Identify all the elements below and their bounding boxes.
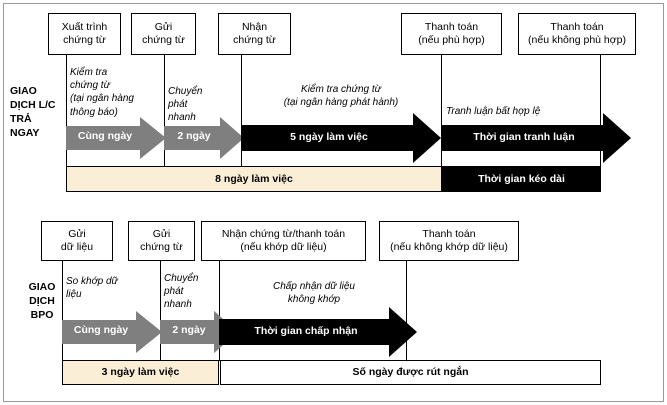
bpo-arrow-cung-ngay[interactable]: Cùng ngày (62, 311, 162, 353)
bpo-connector-4 (406, 261, 408, 361)
lc-bar-thoi-gian-keo-dai[interactable]: Thời gian kéo dài (442, 166, 601, 192)
section-label-bpo: GIAO DỊCH BPO (14, 281, 70, 323)
lc-connector-1 (66, 55, 68, 170)
lc-caption-chuyen-phat-nhanh: Chuyển phát nhanh (168, 86, 203, 124)
bpo-node-gui-du-lieu[interactable]: Gửi dữ liệu (41, 221, 113, 261)
section-label-lc-line-3: TRẢ (10, 112, 32, 125)
bpo-caption-chuyen-phat-nhanh: Chuyển phát nhanh (164, 273, 199, 311)
lc-connector-4 (441, 55, 443, 192)
bpo-node-2-text: Gửi chứng từ (140, 227, 183, 253)
bpo-node-4-text: Thanh toán (nếu không khớp dữ liệu) (390, 227, 508, 253)
bpo-caption-so-khop-du-lieu: So khớp dữ liệu (66, 276, 118, 301)
lc-node-thanh-toan-khong-phu-hop[interactable]: Thanh toán (nếu không phù hợp) (518, 13, 636, 55)
bpo-node-3-text: Nhận chứng từ/thanh toán (nếu khớp dữ li… (221, 227, 346, 253)
bpo-arrow-thoi-gian-chap-nhan[interactable]: Thời gian chấp nhận (219, 307, 417, 357)
bpo-node-nhan-chung-tu-thanh-toan[interactable]: Nhận chứng từ/thanh toán (nếu khớp dữ li… (201, 221, 366, 261)
lc-bar-total-label: 8 ngày làm việc (215, 172, 293, 185)
bpo-node-1-text: Gửi dữ liệu (60, 227, 94, 253)
lc-bar-8-ngay-lam-viec[interactable]: 8 ngày làm việc (66, 166, 442, 192)
lc-connector-2 (164, 55, 166, 170)
section-label-bpo-line-2: DỊCH (29, 294, 55, 307)
bpo-connector-2 (160, 261, 162, 361)
bpo-connector-3 (219, 261, 221, 361)
section-label-bpo-line-3: BPO (30, 308, 54, 321)
bpo-bar-3-ngay-lam-viec[interactable]: 3 ngày làm việc (62, 360, 219, 385)
section-label-lc-line-1: GIAO (10, 85, 37, 97)
lc-arrow-thoi-gian-tranh-luan[interactable]: Thời gian tranh luận (441, 113, 631, 163)
section-label-lc-line-4: NGAY (10, 126, 40, 139)
lc-arrow-2-ngay[interactable]: 2 ngày (164, 117, 244, 159)
section-label-bpo-line-1: GIAO (28, 281, 56, 293)
bpo-bar-total-label: 3 ngày làm việc (101, 366, 180, 379)
lc-node-2-text: Gửi chứng từ (142, 20, 185, 46)
lc-node-gui-chung-tu[interactable]: Gửi chứng từ (131, 13, 196, 55)
section-label-lc-line-2: DỊCH L/C (10, 98, 56, 111)
lc-node-thanh-toan-phu-hop[interactable]: Thanh toán (nếu phù hợp) (401, 13, 502, 55)
lc-arrow-cung-ngay[interactable]: Cùng ngày (66, 117, 166, 159)
lc-node-5-text: Thanh toán (nếu không phù hợp) (528, 20, 626, 46)
lc-caption-tranh-luan: Tranh luận bất hợp lệ (446, 106, 541, 117)
lc-caption-kiem-tra-chung-tu: Kiểm tra chứng từ (tại ngân hàng thông b… (70, 67, 134, 118)
bpo-bar-so-ngay-rut-ngan[interactable]: Số ngày được rút ngắn (220, 360, 601, 385)
lc-node-nhan-chung-tu[interactable]: Nhận chứng từ (218, 13, 291, 55)
lc-node-xuat-trinh-chung-tu[interactable]: Xuất trình chứng từ (48, 13, 121, 55)
lc-node-3-text: Nhận chứng từ (233, 20, 276, 46)
lc-arrow-5-ngay-lam-viec[interactable]: 5 ngày làm việc (241, 113, 441, 163)
section-label-lc: GIAO DỊCH L/C TRẢ NGAY (10, 85, 68, 140)
bpo-caption-chap-nhan-du-lieu: Chấp nhận dữ liệu không khớp (273, 281, 355, 306)
bpo-bar-saved-label: Số ngày được rút ngắn (352, 366, 469, 379)
lc-node-4-text: Thanh toán (nếu phù hợp) (418, 20, 485, 46)
lc-connector-5 (600, 55, 602, 192)
lc-caption-kiem-tra-phat-hanh: Kiểm tra chứng từ (tại ngân hàng phát hà… (283, 84, 399, 109)
bpo-node-thanh-toan-khong-khop[interactable]: Thanh toán (nếu không khớp dữ liệu) (379, 221, 519, 261)
bpo-node-gui-chung-tu[interactable]: Gửi chứng từ (128, 221, 195, 261)
lc-bar-extended-label: Thời gian kéo dài (478, 172, 565, 185)
lc-connector-3 (241, 55, 243, 170)
lc-node-1-text: Xuất trình chứng từ (61, 20, 108, 46)
bpo-connector-1 (62, 261, 64, 361)
